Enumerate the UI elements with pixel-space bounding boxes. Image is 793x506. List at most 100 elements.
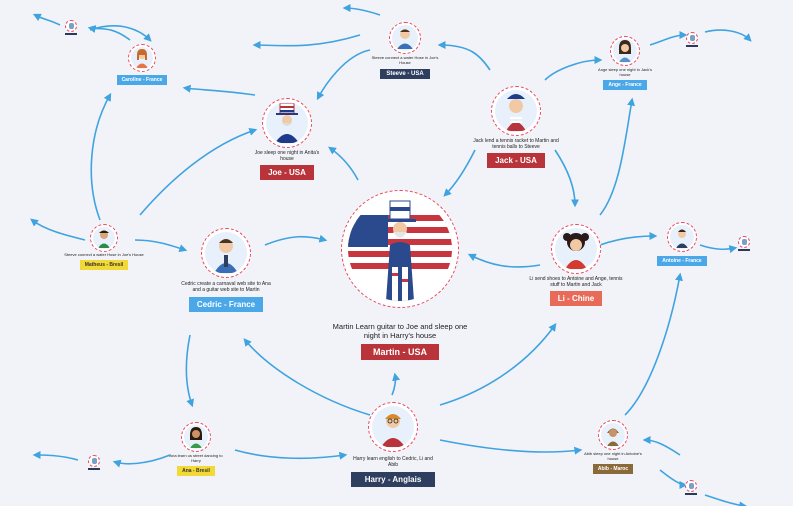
arrow-jack-to-martin [443, 149, 476, 197]
steeve-label: Steeve - USA [380, 68, 430, 79]
node-antoine[interactable]: Antoine - France [652, 222, 712, 266]
person-icon [184, 425, 208, 449]
arrow-jack-to-li [554, 149, 579, 208]
ange-avatar [610, 36, 640, 66]
martin-label: Martin - USA [361, 344, 439, 360]
mini-avatar-icon [738, 236, 750, 248]
person-icon [555, 228, 597, 270]
arrow-br-loop [642, 436, 681, 456]
cedric-avatar [201, 228, 251, 278]
person-icon [205, 232, 247, 274]
caroline-avatar [128, 44, 156, 72]
arrow-joe-to-caroline [182, 84, 256, 96]
ange-description: Ange sleep one night in Jack's house [598, 67, 652, 77]
arrow-harry-to-martin [391, 372, 401, 396]
arrow-right-top [704, 29, 752, 42]
uncle-sam-flag-icon [348, 197, 452, 301]
li-label: Li - Chine [549, 291, 603, 306]
arrow-matheus-to-caroline [90, 92, 112, 221]
martin-avatar [341, 190, 459, 308]
arrow-matheus-to-cedric [134, 239, 188, 253]
matheus-label: Matheus - Bresil [79, 259, 129, 270]
steeve-avatar [389, 22, 421, 54]
steeve-description: Steeve connect a water Hose in Joe's Hou… [371, 55, 439, 65]
arrow-top-left-loop [89, 25, 152, 42]
node-harry[interactable]: Harry learn english to Cedric, Li and Ab… [343, 402, 443, 487]
arrow-antoine-out [699, 244, 738, 254]
arrow-steeve-to-caroline [252, 34, 361, 50]
arrow-ange-to-right [649, 31, 688, 46]
arrow-caroline-to-tl [87, 25, 131, 41]
mini-avatar-icon [686, 32, 698, 44]
arrow-harry-to-cedric [243, 338, 371, 416]
person-icon [131, 47, 153, 69]
arrow-abib-out [659, 469, 688, 489]
person-icon [613, 39, 637, 63]
mini-avatar-icon [88, 455, 100, 467]
node-matheus[interactable]: Steeve connect a water Hose in Joe's Hou… [62, 224, 146, 270]
person-icon [93, 227, 115, 249]
matheus-avatar [90, 224, 118, 252]
arrow-abib-to-antoine [624, 272, 683, 416]
arrow-harry-to-li [439, 323, 557, 406]
arrow-cedric-to-ana [185, 334, 194, 408]
node-joe[interactable]: Joe sleep one night in Anita's house Joe… [252, 98, 322, 180]
arrow-jack-to-steeve [437, 41, 491, 71]
ange-label: Ange - France [603, 79, 647, 90]
person-icon [372, 406, 414, 448]
li-avatar [551, 224, 601, 274]
jack-description: Jack lend a tennis racket to Martin and … [473, 138, 559, 150]
node-li[interactable]: Li send shoes to Antoine and Ange, tenni… [528, 224, 624, 306]
arrow-li-to-ange [599, 97, 635, 216]
arrow-li-to-antoine [599, 232, 658, 246]
mini-avatar-icon [65, 20, 77, 32]
person-icon [495, 90, 537, 132]
ana-description: Ana learn us street dancing to Harry [169, 453, 223, 463]
harry-description: Harry learn english to Cedric, Li and Ab… [353, 456, 433, 468]
person-icon [392, 25, 418, 51]
li-description: Li send shoes to Antoine and Ange, tenni… [529, 276, 623, 288]
arrow-tl-to-corner [32, 13, 61, 26]
arrow-br-out [704, 494, 748, 506]
mini-tag [65, 33, 77, 35]
mini-tag [88, 468, 100, 470]
joe-avatar [262, 98, 312, 148]
joe-description: Joe sleep one night in Anita's house [254, 150, 320, 162]
mini-tag [685, 493, 697, 495]
matheus-description: Steeve connect a water Hose in Joe's Hou… [64, 252, 144, 257]
cedric-description: Cedric create a carnaval web site to Ana… [181, 281, 271, 293]
arrow-ana-to-harry [234, 449, 348, 460]
arrow-steeve-to-joe [316, 49, 371, 101]
arrow-steeve-up [342, 4, 381, 16]
mini-avatar-icon [685, 480, 697, 492]
node-ange[interactable]: Ange sleep one night in Jack's house Ang… [597, 36, 653, 90]
abib-description: Abib sleep one night in Antoine's house [584, 451, 642, 461]
arrow-harry-to-abib [439, 439, 583, 455]
cedric-label: Cedric - France [188, 297, 264, 312]
jack-label: Jack - USA [487, 153, 545, 168]
node-jack[interactable]: Jack lend a tennis racket to Martin and … [470, 86, 562, 168]
node-martin[interactable]: Martin Learn guitar to Joe and sleep one… [330, 190, 470, 360]
node-abib[interactable]: Abib sleep one night in Antoine's house … [584, 420, 642, 474]
jack-avatar [491, 86, 541, 136]
node-cedric[interactable]: Cedric create a carnaval web site to Ana… [178, 228, 274, 312]
arrow-bl-out [32, 451, 79, 461]
mini-tag [738, 249, 750, 251]
node-ana[interactable]: Ana learn us street dancing to Harry Ana… [168, 422, 224, 476]
node-steeve[interactable]: Steeve connect a water Hose in Joe's Hou… [365, 22, 445, 79]
arrow-cedric-to-martin [264, 234, 328, 246]
ana-label: Ana - Bresil [177, 465, 215, 476]
arrow-matheus-out [30, 218, 86, 241]
node-caroline[interactable]: Caroline - France [112, 44, 172, 85]
abib-label: Abib - Maroc [592, 463, 634, 474]
ana-avatar [181, 422, 211, 452]
arrow-matheus-to-joe [139, 127, 258, 216]
harry-avatar [368, 402, 418, 452]
person-icon [670, 225, 694, 249]
arrow-martin-to-joe [328, 146, 359, 181]
arrow-jack-to-ange [544, 56, 603, 81]
harry-label: Harry - Anglais [350, 472, 436, 487]
arrow-li-to-martin [467, 253, 541, 268]
